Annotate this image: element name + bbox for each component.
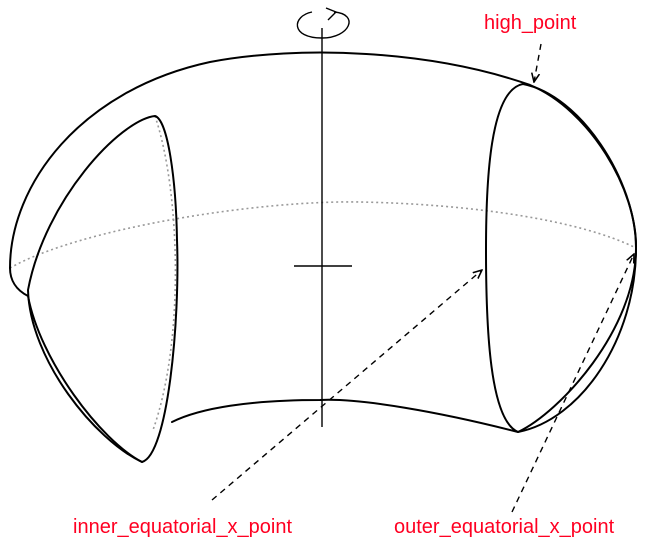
equator-back-curve	[9, 201, 637, 269]
high-point-label: high_point	[484, 12, 577, 34]
torus-outer-silhouette	[9, 51, 638, 433]
left-outer-shell-edge	[9, 267, 143, 463]
outer-equatorial-x-point-label: outer_equatorial_x_point	[394, 516, 615, 538]
right-cross-section	[485, 83, 637, 433]
high-point-pointer	[534, 43, 542, 82]
left-cross-section	[27, 115, 179, 463]
inner-equatorial-x-point-label: inner_equatorial_x_point	[73, 516, 292, 538]
inner-equatorial-pointer	[211, 270, 482, 501]
outer-equatorial-pointer	[511, 254, 634, 513]
rotation-arrow-icon	[296, 7, 350, 39]
